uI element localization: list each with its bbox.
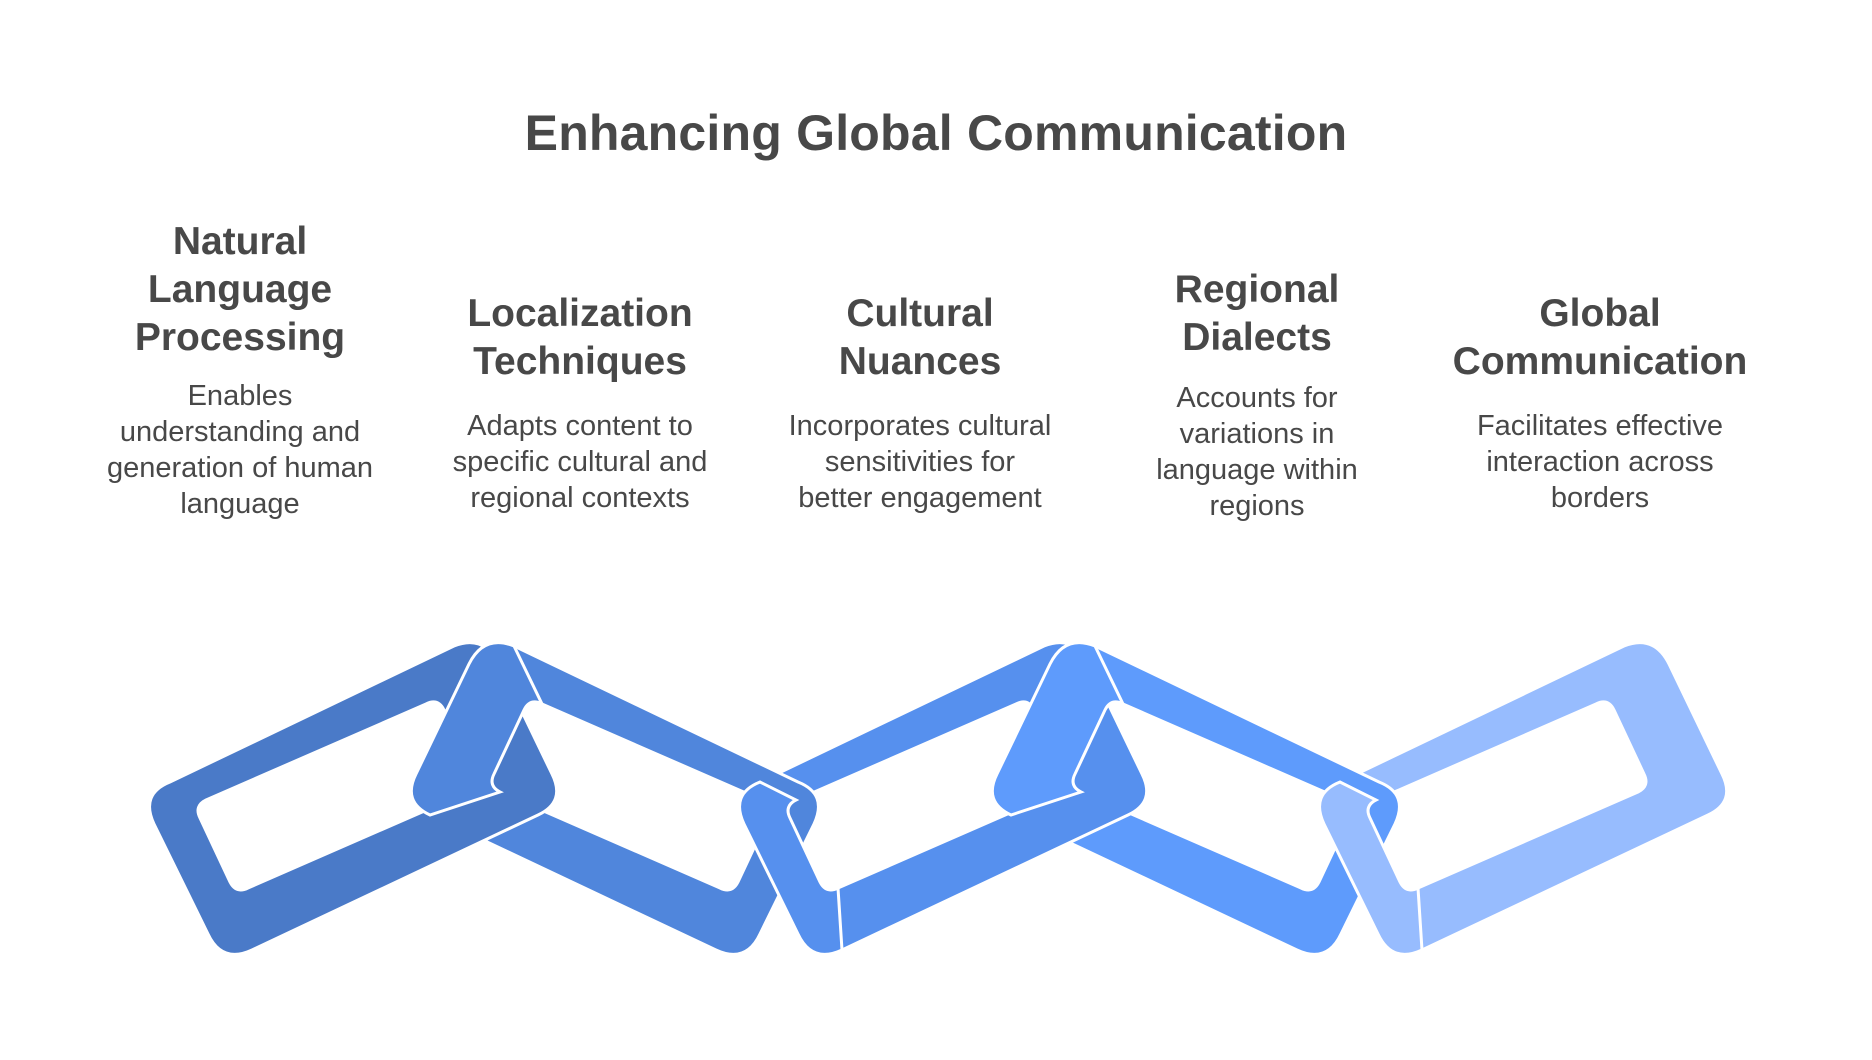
step-description: Accounts for variations in language with… — [1156, 382, 1358, 522]
chain-link-3-overlap — [738, 780, 844, 956]
diagram-title: Enhancing Global Communication — [524, 105, 1348, 161]
step-heading: Cultural Nuances — [838, 292, 1002, 383]
step-regional-dialects: Regional Dialects Accounts for variation… — [1097, 266, 1417, 524]
step-heading: Natural Language Processing — [134, 220, 346, 359]
step-cultural-nuances: Cultural Nuances Incorporates cultural s… — [760, 290, 1080, 516]
chain-link-2-overlap — [409, 641, 546, 817]
chain-link-5-overlap-shape — [1318, 780, 1424, 956]
chain-link-2-overlap-shape — [409, 641, 546, 817]
chain-link-4-overlap — [990, 641, 1127, 817]
chain-link-5-overlap — [1318, 780, 1424, 956]
step-heading: Regional Dialects — [1174, 268, 1340, 359]
chain-link-4-overlap-shape — [990, 641, 1127, 817]
step-global-communication: Global Communication Facilitates effecti… — [1430, 290, 1770, 516]
step-heading: Localization Techniques — [467, 292, 693, 383]
step-natural-language-processing: Natural Language Processing Enables unde… — [80, 218, 400, 522]
step-description: Enables understanding and generation of … — [106, 380, 374, 520]
step-description: Incorporates cultural sensitivities for … — [788, 410, 1052, 514]
step-description: Adapts content to specific cultural and … — [452, 410, 708, 514]
chain-link-3-overlap-shape — [738, 780, 844, 956]
step-heading: Global Communication — [1452, 292, 1748, 383]
step-description: Facilitates effective interaction across… — [1476, 410, 1724, 514]
step-localization-techniques: Localization Techniques Adapts content t… — [420, 290, 740, 516]
